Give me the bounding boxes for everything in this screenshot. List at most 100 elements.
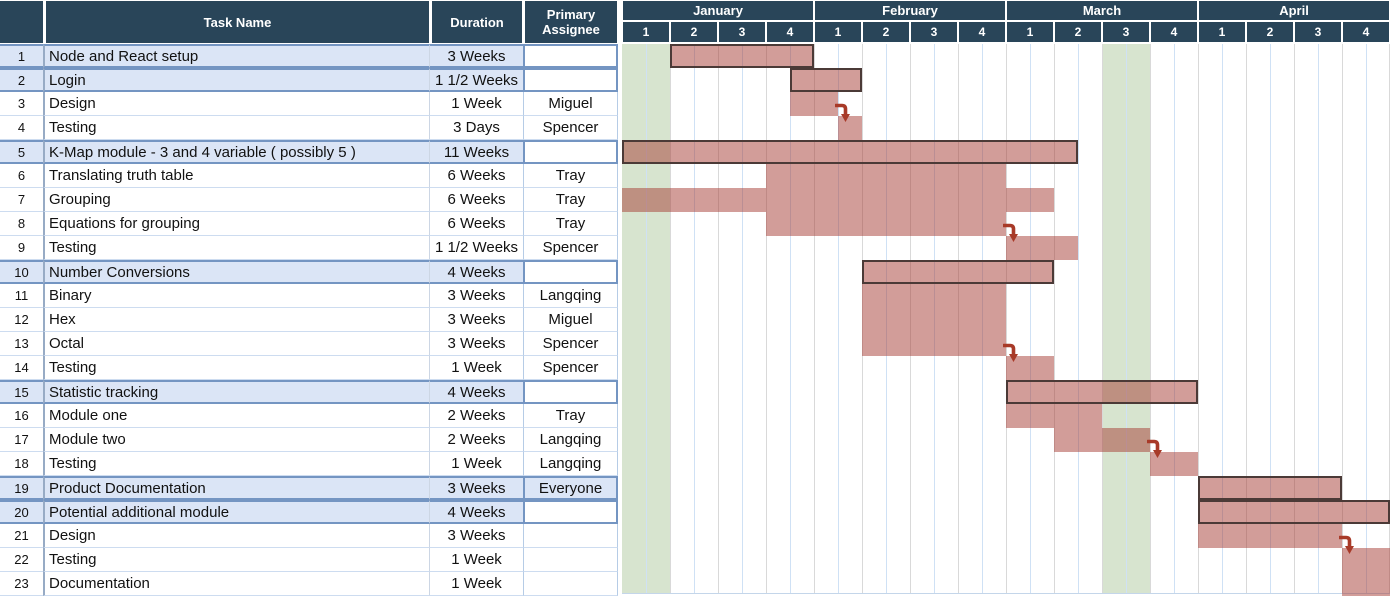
task-name-cell[interactable]: Octal [43,332,429,356]
duration-cell[interactable]: 11 Weeks [429,140,523,164]
row-number-cell[interactable]: 2 [0,68,43,92]
duration-cell[interactable]: 1 1/2 Weeks [429,68,523,92]
gantt-bar[interactable] [1198,500,1390,524]
duration-cell[interactable]: 4 Weeks [429,500,523,524]
task-name-cell[interactable]: Translating truth table [43,164,429,188]
task-name-cell[interactable]: Testing [43,548,429,572]
task-name-cell[interactable]: Number Conversions [43,260,429,284]
task-name-cell[interactable]: Design [43,92,429,116]
duration-cell[interactable]: 4 Weeks [429,380,523,404]
row-number-cell[interactable]: 3 [0,92,43,116]
row-number-cell[interactable]: 10 [0,260,43,284]
assignee-cell[interactable]: Tray [523,164,618,188]
gantt-bar[interactable] [790,68,862,92]
row-number-cell[interactable]: 6 [0,164,43,188]
assignee-cell[interactable] [523,380,618,404]
gantt-bar[interactable] [622,188,1054,212]
row-number-cell[interactable]: 4 [0,116,43,140]
duration-cell[interactable]: 3 Weeks [429,332,523,356]
assignee-cell[interactable]: Spencer [523,236,618,260]
gantt-bar[interactable] [1198,476,1342,500]
duration-cell[interactable]: 1 Week [429,92,523,116]
duration-cell[interactable]: 4 Weeks [429,260,523,284]
gantt-bar[interactable] [1198,524,1342,548]
assignee-cell[interactable] [523,140,618,164]
task-name-cell[interactable]: Module two [43,428,429,452]
row-number-cell[interactable]: 12 [0,308,43,332]
task-name-cell[interactable]: Testing [43,116,429,140]
assignee-cell[interactable] [523,548,618,572]
gantt-bar[interactable] [790,92,838,116]
duration-cell[interactable]: 3 Weeks [429,284,523,308]
task-name-cell[interactable]: Testing [43,356,429,380]
gantt-bar[interactable] [622,140,1078,164]
row-number-cell[interactable]: 14 [0,356,43,380]
row-number-cell[interactable]: 18 [0,452,43,476]
assignee-cell[interactable] [523,68,618,92]
row-number-cell[interactable]: 21 [0,524,43,548]
row-number-cell[interactable]: 11 [0,284,43,308]
gantt-bar[interactable] [862,332,1006,356]
assignee-cell[interactable]: Miguel [523,308,618,332]
row-number-cell[interactable]: 8 [0,212,43,236]
duration-cell[interactable]: 3 Weeks [429,44,523,68]
row-number-cell[interactable]: 16 [0,404,43,428]
gantt-bar[interactable] [862,308,1006,332]
assignee-cell[interactable]: Tray [523,212,618,236]
task-name-cell[interactable]: Node and React setup [43,44,429,68]
duration-cell[interactable]: 2 Weeks [429,404,523,428]
row-number-cell[interactable]: 9 [0,236,43,260]
gantt-bar[interactable] [766,212,1006,236]
gantt-bar[interactable] [1006,380,1198,404]
gantt-bar[interactable] [862,260,1054,284]
row-number-cell[interactable]: 7 [0,188,43,212]
row-number-cell[interactable]: 15 [0,380,43,404]
duration-cell[interactable]: 3 Weeks [429,524,523,548]
assignee-cell[interactable]: Spencer [523,116,618,140]
task-name-cell[interactable]: Documentation [43,572,429,596]
gantt-bar[interactable] [766,164,1006,188]
row-number-cell[interactable]: 23 [0,572,43,596]
duration-cell[interactable]: 3 Weeks [429,476,523,500]
assignee-cell[interactable] [523,524,618,548]
row-number-cell[interactable]: 22 [0,548,43,572]
row-number-cell[interactable]: 13 [0,332,43,356]
task-name-cell[interactable]: Module one [43,404,429,428]
duration-cell[interactable]: 6 Weeks [429,188,523,212]
duration-cell[interactable]: 2 Weeks [429,428,523,452]
task-name-cell[interactable]: Grouping [43,188,429,212]
task-name-cell[interactable]: Statistic tracking [43,380,429,404]
task-name-cell[interactable]: Testing [43,236,429,260]
row-number-cell[interactable]: 1 [0,44,43,68]
task-name-cell[interactable]: Equations for grouping [43,212,429,236]
row-number-cell[interactable]: 20 [0,500,43,524]
assignee-cell[interactable]: Langqing [523,452,618,476]
gantt-bar[interactable] [838,116,862,140]
assignee-cell[interactable] [523,572,618,596]
duration-cell[interactable]: 1 Week [429,356,523,380]
gantt-bar[interactable] [1006,236,1078,260]
task-name-cell[interactable]: Product Documentation [43,476,429,500]
task-name-cell[interactable]: Potential additional module [43,500,429,524]
duration-cell[interactable]: 6 Weeks [429,164,523,188]
gantt-bar[interactable] [1006,404,1102,428]
task-name-cell[interactable]: Binary [43,284,429,308]
task-name-cell[interactable]: Testing [43,452,429,476]
duration-cell[interactable]: 1 1/2 Weeks [429,236,523,260]
task-name-cell[interactable]: Login [43,68,429,92]
task-name-cell[interactable]: Hex [43,308,429,332]
row-number-cell[interactable]: 5 [0,140,43,164]
duration-cell[interactable]: 3 Weeks [429,308,523,332]
assignee-cell[interactable]: Miguel [523,92,618,116]
assignee-cell[interactable]: Tray [523,404,618,428]
task-name-cell[interactable]: Design [43,524,429,548]
row-number-cell[interactable]: 19 [0,476,43,500]
duration-cell[interactable]: 1 Week [429,452,523,476]
task-name-cell[interactable]: K-Map module - 3 and 4 variable ( possib… [43,140,429,164]
row-number-cell[interactable]: 17 [0,428,43,452]
assignee-cell[interactable] [523,260,618,284]
assignee-cell[interactable]: Langqing [523,284,618,308]
assignee-cell[interactable]: Langqing [523,428,618,452]
duration-cell[interactable]: 3 Days [429,116,523,140]
gantt-bar[interactable] [862,284,1006,308]
